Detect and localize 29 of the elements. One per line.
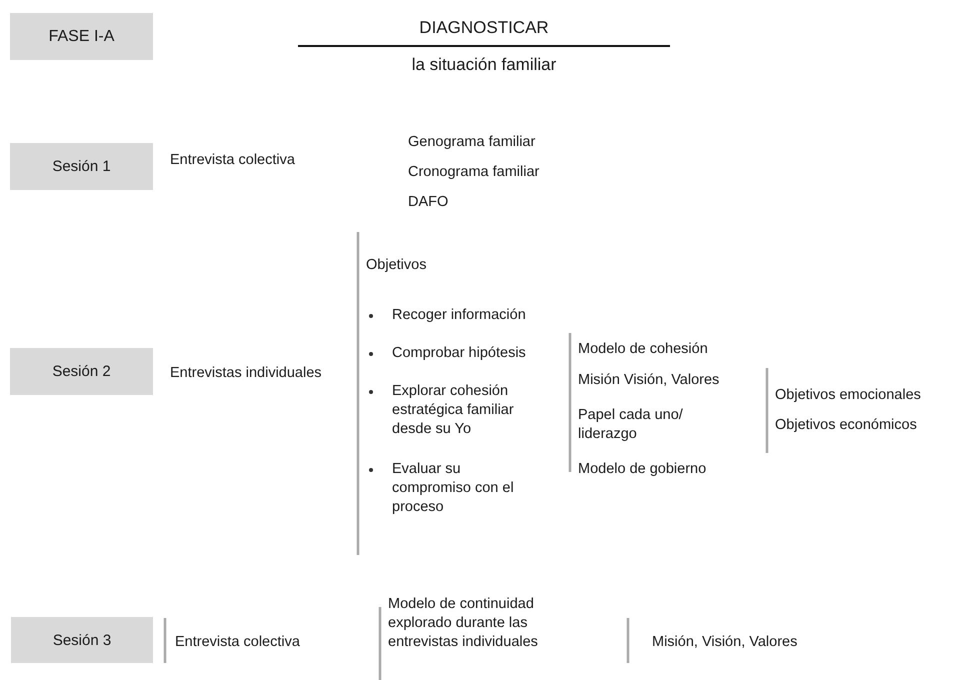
- phase-box: [10, 348, 153, 395]
- phase-box: [10, 13, 153, 60]
- objective-item: Explorar cohesión estratégica familiar desde su Yo: [392, 382, 515, 439]
- goal-item: Objetivos económicos: [775, 416, 917, 435]
- topic-item: Misión, Visión, Valores: [652, 633, 798, 652]
- topic-item: Papel cada uno/ liderazgo: [578, 406, 684, 444]
- box-label: FASE I-A: [48, 28, 114, 46]
- box-label: Sesión 3: [52, 632, 112, 648]
- topic-note: Modelo de continuidad explorado durante las entrevistas individuales: [388, 595, 539, 652]
- phase-box: [11, 617, 153, 663]
- section-heading: Objetivos: [366, 256, 426, 275]
- tool-item: Genograma familiar: [408, 133, 536, 152]
- subtitle: la situación familiar: [410, 54, 558, 76]
- tool-item: Cronograma familiar: [408, 163, 540, 182]
- objective-item: Recoger información: [392, 306, 526, 325]
- session-type: Entrevista colectiva: [175, 633, 300, 652]
- goal-item: Objetivos emocionales: [775, 386, 921, 405]
- session-type: Entrevista colectiva: [170, 151, 295, 170]
- topic-item: Modelo de gobierno: [578, 460, 706, 479]
- objective-item: Evaluar su compromiso con el proceso: [392, 460, 515, 517]
- box-label: Sesión 2: [52, 363, 111, 380]
- tool-item: DAFO: [408, 193, 448, 212]
- session-type: Entrevistas individuales: [170, 364, 322, 383]
- phase-box: [10, 143, 153, 190]
- box-label: Sesión 1: [52, 158, 111, 175]
- title: DIAGNOSTICAR: [418, 18, 550, 38]
- topic-item: Modelo de cohesión: [578, 340, 708, 359]
- objective-item: Comprobar hipótesis: [392, 344, 526, 363]
- topic-item: Misión Visión, Valores: [578, 371, 720, 390]
